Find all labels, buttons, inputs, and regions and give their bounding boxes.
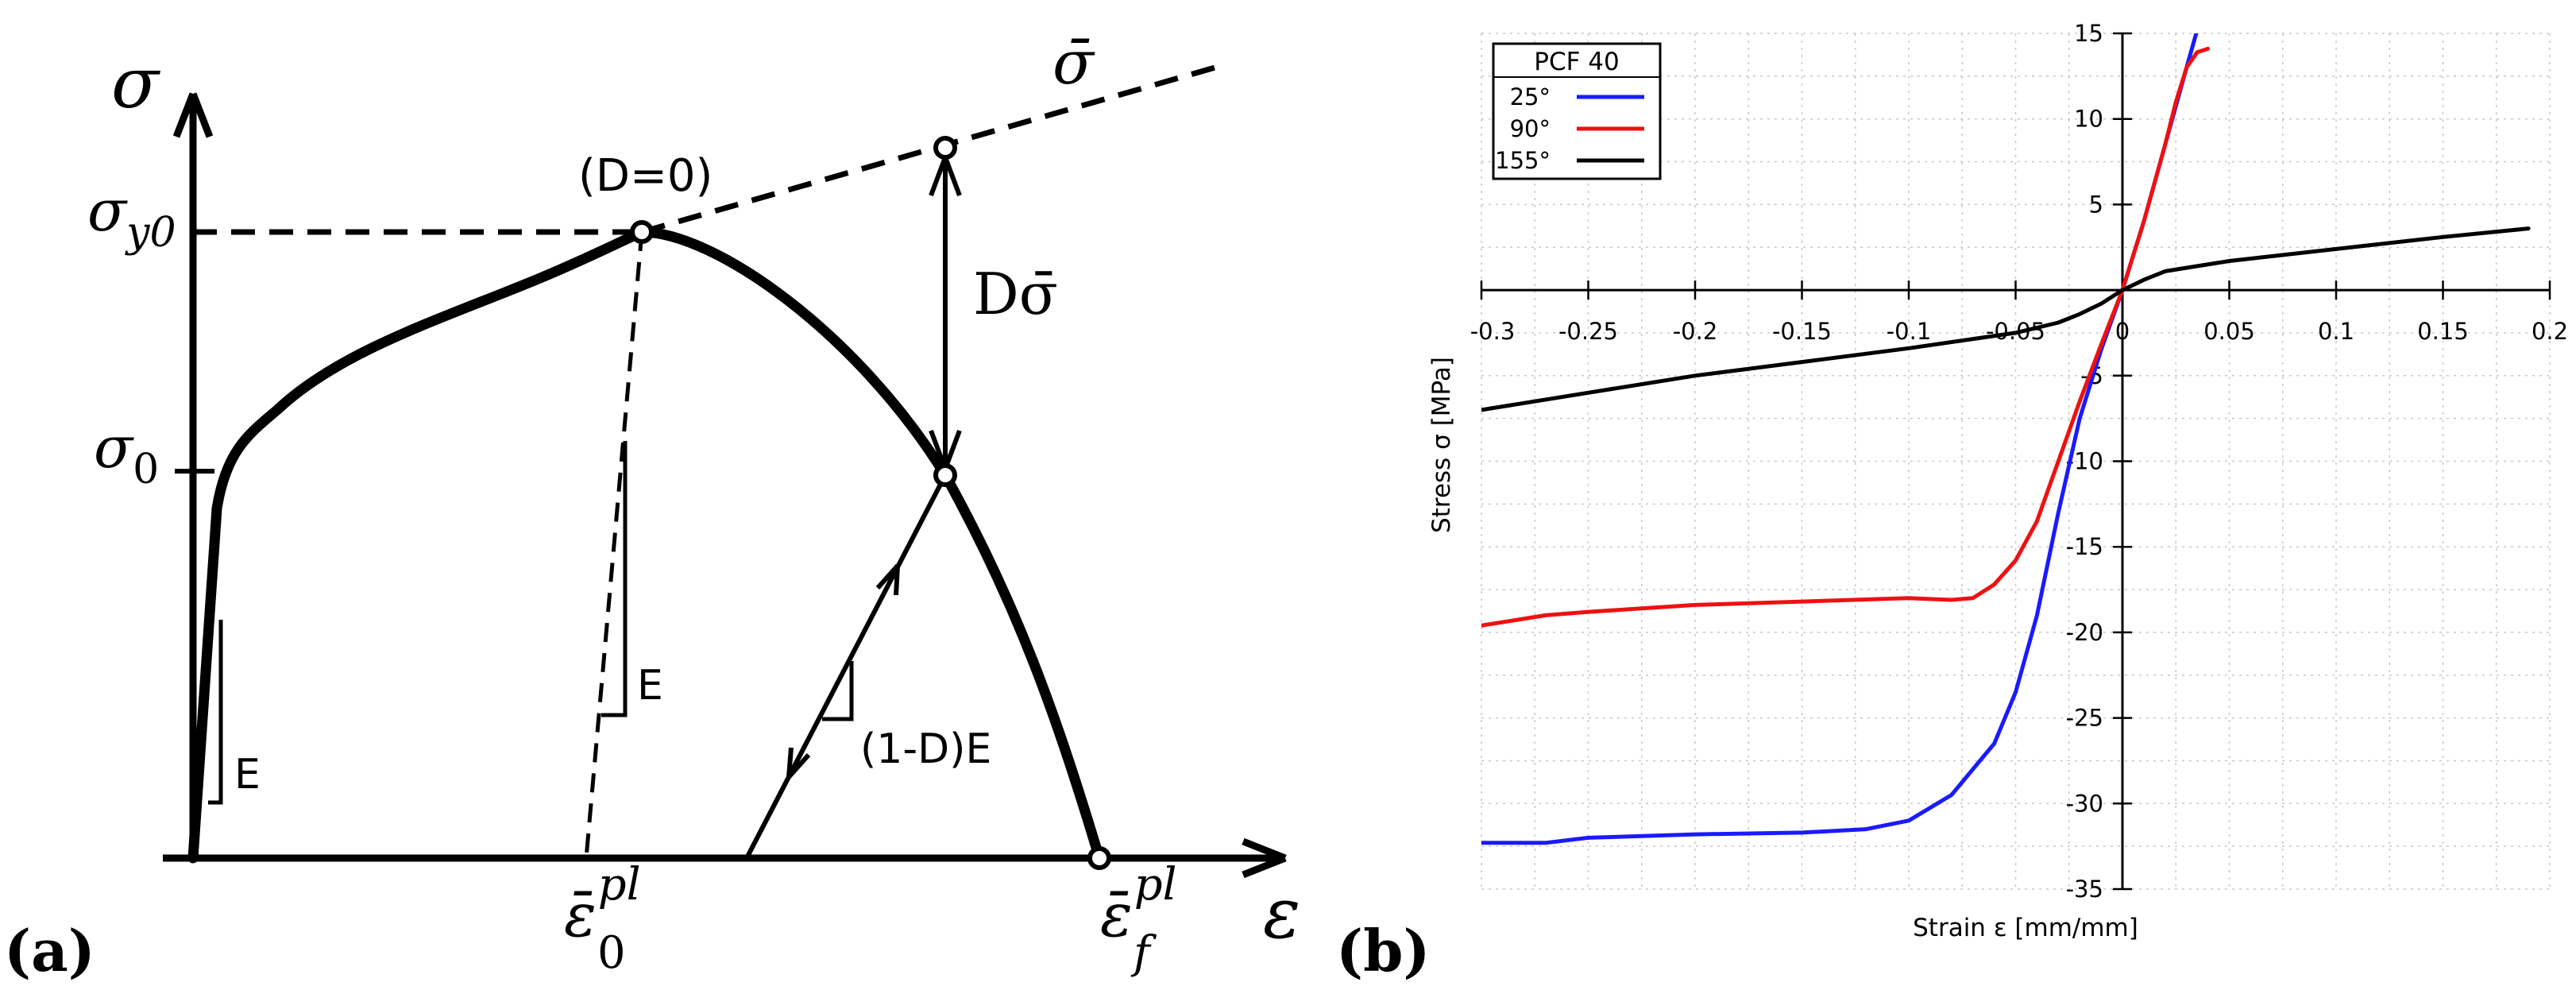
- b-x-tick-label: -0.15: [1772, 318, 1832, 345]
- b-x-tick-label: -0.2: [1673, 318, 1718, 345]
- b-y-tick-label: 5: [2089, 191, 2103, 218]
- a-sigma-bar-dashed: [641, 62, 1224, 235]
- a-panel-tag: (a): [4, 917, 95, 984]
- b-panel-tag: (b): [1336, 917, 1430, 984]
- a-axis-x-label: ε: [1263, 872, 1300, 954]
- a-degraded-label: (1-D)E: [860, 725, 991, 773]
- b-y-tick-label: -20: [2066, 619, 2103, 646]
- a-slope-triangle-degraded: [822, 661, 854, 721]
- b-legend-label: 90°: [1510, 115, 1551, 142]
- a-d-sigma-arrow-top: [929, 156, 962, 197]
- b-x-tick-label: 0.05: [2203, 318, 2255, 345]
- a-degraded-down-arrow: [786, 747, 811, 779]
- a-damaged-point: [933, 463, 957, 487]
- b-y-tick-label: -25: [2066, 705, 2103, 732]
- b-legend: PCF 40 25° 90° 155°: [1492, 42, 1662, 180]
- a-d0-point: [630, 220, 654, 244]
- a-sigma-bar-label: σ̄: [1052, 27, 1095, 98]
- b-y-tick-label: -30: [2066, 790, 2103, 817]
- a-sigma-bar-point: [933, 136, 957, 160]
- a-degraded-line: [744, 474, 948, 860]
- a-axis-y-label: σ: [111, 42, 161, 124]
- b-y-tick-label: 15: [2074, 20, 2103, 47]
- b-y-axis-label: Stress σ [MPa]: [1427, 357, 1456, 533]
- b-x-tick-label: 0.15: [2417, 318, 2469, 345]
- a-degraded-up-arrow: [875, 564, 900, 596]
- b-x-tick-label: -0.1: [1887, 318, 1932, 345]
- a-sigma-y0-label: σy0: [87, 177, 176, 257]
- a-failure-point: [1087, 846, 1111, 870]
- a-y-axis-arrow: [172, 92, 214, 138]
- a-e-label-mid: E: [637, 662, 663, 710]
- a-d-sigma-arrow-bottom: [929, 429, 962, 470]
- a-d0-label: (D=0): [578, 150, 713, 202]
- b-x-tick-label: 0.2: [2532, 318, 2568, 345]
- b-y-tick-label: -35: [2066, 876, 2103, 903]
- b-x-axis-label: Strain ε [mm/mm]: [1913, 914, 2138, 942]
- b-series-line-90deg: [1481, 46, 2211, 628]
- a-sigma-0-label: σ0: [94, 414, 159, 493]
- b-legend-title: PCF 40: [1534, 48, 1619, 76]
- b-legend-label: 25°: [1510, 83, 1551, 110]
- a-slope-triangle-mid: [601, 441, 628, 717]
- b-legend-label: 155°: [1495, 147, 1551, 174]
- b-series-line-155deg: [1481, 226, 2531, 412]
- a-slope-triangle-left: [208, 620, 223, 805]
- b-x-tick-label: -0.3: [1470, 318, 1516, 345]
- a-d-sigma-label: Dσ̄: [973, 261, 1058, 327]
- b-y-tick-label: -15: [2066, 533, 2103, 560]
- b-y-tick-label: 10: [2074, 106, 2103, 133]
- b-x-tick-label: 0: [2115, 318, 2130, 345]
- b-legend-box: [1492, 42, 1662, 180]
- a-elastic-unload-dashed: [584, 231, 644, 859]
- b-x-tick-label: -0.25: [1558, 318, 1618, 345]
- b-x-tick-label: 0.1: [2318, 318, 2354, 345]
- b-axes: [1480, 32, 2551, 891]
- b-legend-rows: 25° 90° 155°: [1495, 83, 1644, 174]
- a-x-axis-arrow: [1242, 837, 1287, 879]
- b-series-group: [1481, 33, 2531, 845]
- a-e-label-left: E: [234, 751, 261, 799]
